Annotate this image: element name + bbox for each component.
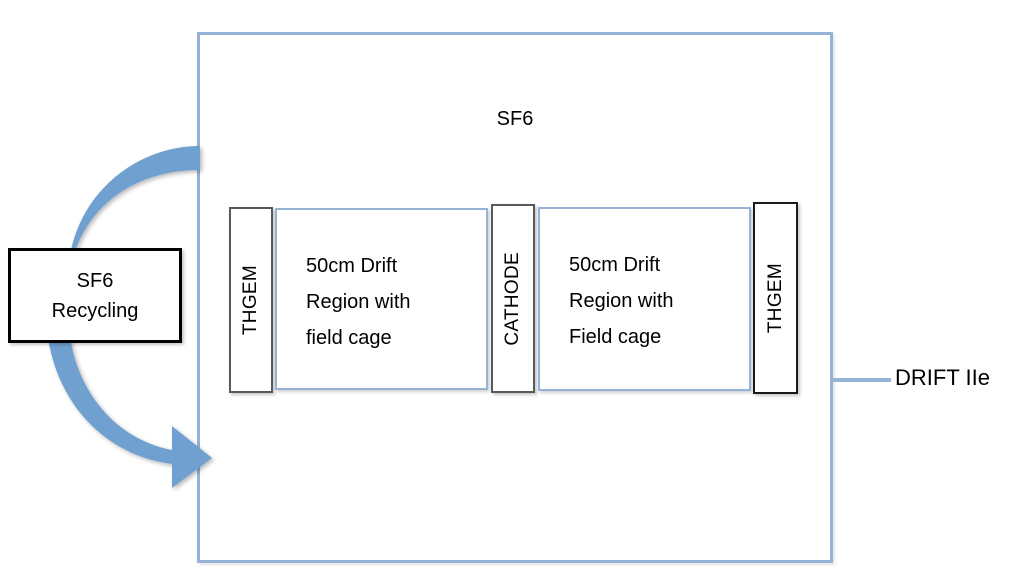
drift-right-line-3: Field cage [569, 326, 662, 348]
sf6-recycling-box: SF6 Recycling [8, 248, 182, 343]
thgem-left-label: THGEM [240, 264, 261, 336]
drift-right-line-1: 50cm Drift [569, 254, 661, 276]
recycling-box-line-2: Recycling [51, 299, 139, 322]
drift-left-line-2: Region with [306, 291, 411, 313]
cathode-label: CATHODE [502, 251, 523, 346]
thgem-right-plate: THGEM [753, 202, 798, 394]
thgem-right-label: THGEM [764, 262, 786, 334]
drift-left-line-1: 50cm Drift [306, 255, 398, 277]
drift-region-left: 50cm Drift Region with field cage [275, 208, 488, 390]
drift-region-left-text: 50cm Drift Region with field cage [306, 248, 411, 356]
drift-region-right: 50cm Drift Region with Field cage [538, 207, 751, 391]
callout-leader-line [833, 378, 891, 382]
drift-right-line-2: Region with [569, 290, 674, 312]
drift-region-right-text: 50cm Drift Region with Field cage [569, 247, 674, 355]
recycling-box-line-1: SF6 [76, 269, 114, 292]
drift-left-line-3: field cage [306, 327, 392, 349]
thgem-left-plate: THGEM [229, 207, 273, 393]
cathode-plate: CATHODE [491, 204, 535, 393]
callout-label: DRIFT IIe [895, 365, 990, 390]
vessel-gas-label: SF6 [496, 108, 534, 130]
